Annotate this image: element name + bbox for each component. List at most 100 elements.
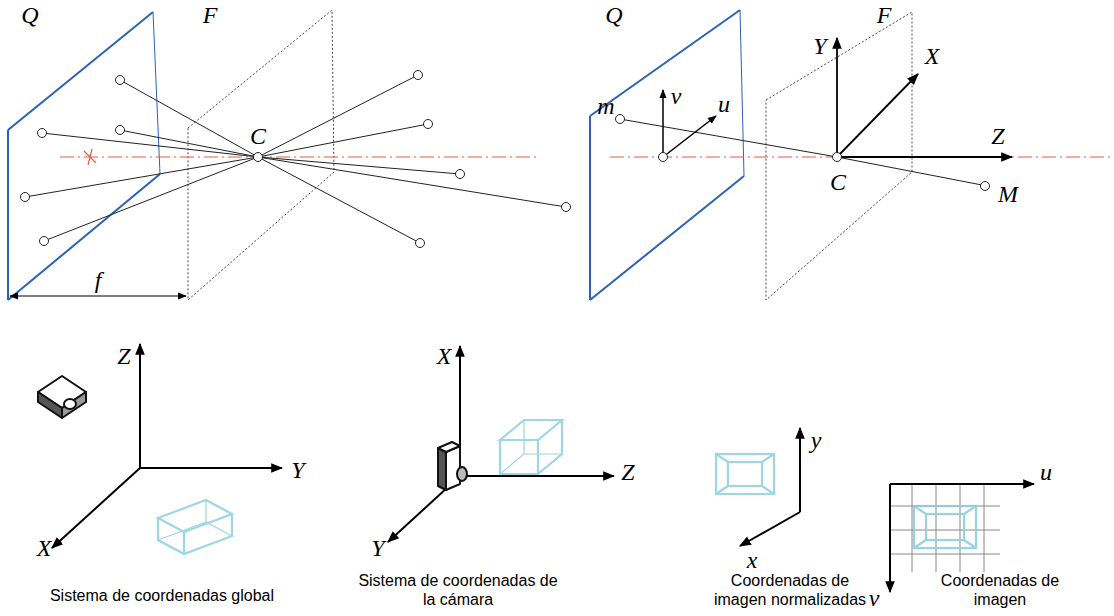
object-box [500, 420, 562, 474]
projection-rays [25, 124, 428, 197]
projection-points [616, 115, 625, 124]
focal-length-dimension [10, 295, 186, 296]
object-box [183, 532, 185, 554]
axis-label: Z [117, 344, 130, 368]
image-plane [8, 174, 160, 300]
point-label: C [250, 124, 266, 148]
global-axes [52, 468, 140, 548]
axis-label: X [925, 44, 940, 68]
axis-label: u [1040, 460, 1052, 484]
axis-label: Y [291, 458, 304, 482]
projection-ray [620, 119, 982, 185]
normalized-axes [799, 428, 801, 512]
camera-axes [837, 156, 1012, 158]
global-axes [140, 467, 282, 469]
axis-label: v [671, 84, 682, 108]
camera-axes [460, 475, 614, 477]
plane-label: Q [21, 3, 38, 27]
image-plane [8, 12, 153, 130]
plane-label: F [877, 3, 892, 27]
optical-axis [84, 149, 96, 165]
caption: Coordenadas de imagen [936, 571, 1064, 609]
projection-points [38, 129, 47, 138]
projection-points [616, 115, 990, 191]
projection-points [21, 193, 30, 202]
projection-rays [44, 75, 418, 241]
focal-length-dimension [10, 295, 186, 296]
projection-points [659, 153, 668, 162]
projection-points [416, 239, 425, 248]
axis-label: u [718, 92, 730, 116]
projection-ray [620, 119, 982, 185]
camera-axes [837, 74, 918, 157]
axis-label: x [747, 548, 758, 572]
axis-label: Y [371, 536, 384, 560]
axis-label: X [437, 344, 452, 368]
image-axes [663, 116, 716, 157]
normalized-axes [740, 428, 800, 546]
projected-box [914, 506, 976, 548]
projection-rays [25, 75, 566, 243]
object-box [158, 514, 232, 554]
camera-icon [38, 392, 62, 418]
point-label: M [998, 182, 1018, 206]
object-box [500, 420, 562, 474]
caption: Coordenadas de imagen normalizadas [705, 571, 875, 609]
projected-box [728, 462, 762, 486]
camera-icon [62, 392, 86, 418]
pixel-grid [890, 484, 1000, 572]
camera-axes [388, 346, 614, 542]
camera-icon [438, 442, 460, 452]
optical-axis [610, 156, 1112, 157]
point-label: m [597, 94, 614, 118]
projection-points [21, 71, 571, 248]
projection-rays [120, 80, 420, 243]
pixel-axes [890, 483, 1034, 485]
object-box [158, 500, 232, 540]
camera-icon [64, 399, 76, 409]
image-plane [589, 116, 591, 300]
dimension-label: f [95, 268, 102, 292]
object-box [500, 420, 562, 440]
projection-points [833, 153, 842, 162]
pixel-axes [889, 484, 891, 592]
camera-icon [438, 442, 467, 490]
image-plane [7, 130, 9, 300]
axis-label: X [37, 536, 52, 560]
camera-axes [837, 38, 1012, 157]
object-box [158, 500, 232, 554]
camera-icon [446, 446, 460, 490]
image-axes [662, 90, 664, 157]
camera-icon [457, 467, 467, 481]
projection-points [981, 182, 990, 191]
camera-icon [38, 376, 86, 418]
projected-box [716, 454, 774, 494]
projected-box [914, 506, 976, 548]
projected-box [716, 454, 774, 494]
caption: Sistema de coordenadas de la cámara [358, 571, 558, 609]
projected-box [926, 514, 964, 540]
projection-points [424, 120, 433, 129]
projected-box [716, 454, 774, 494]
projection-points [414, 71, 423, 80]
point-label: C [830, 170, 846, 194]
normalized-axes [740, 512, 800, 546]
projection-points [456, 170, 465, 179]
projection-points [254, 153, 263, 162]
image-plane [8, 12, 160, 300]
projection-points [40, 237, 49, 246]
image-plane [740, 10, 744, 176]
axis-label: Z [621, 460, 634, 484]
axis-label: v [869, 586, 880, 610]
projection-points [116, 76, 125, 85]
focal-plane [766, 12, 912, 300]
focal-plane [188, 10, 334, 300]
focal-plane [766, 12, 912, 300]
global-axes [139, 344, 141, 468]
optical-axis [60, 149, 540, 165]
plane-label: F [203, 3, 218, 27]
caption: Sistema de coordenadas global [32, 586, 292, 605]
image-plane [590, 10, 744, 300]
